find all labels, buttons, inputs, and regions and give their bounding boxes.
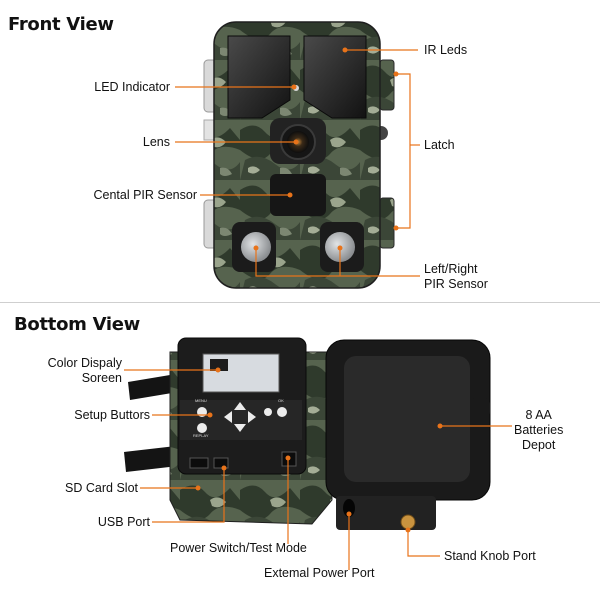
sd-card-slot bbox=[189, 457, 209, 469]
display-icon bbox=[210, 359, 228, 371]
label-batteries: 8 AA Batteries Depot bbox=[514, 408, 563, 453]
label-batteries-line2: Batteries bbox=[514, 423, 564, 437]
ok-button[interactable] bbox=[277, 407, 287, 417]
bottom-leader-lines bbox=[124, 367, 512, 570]
section-divider bbox=[0, 302, 600, 303]
ir-panel-left bbox=[227, 35, 291, 119]
strap-upper bbox=[128, 374, 178, 400]
left-button[interactable] bbox=[224, 411, 232, 423]
central-pir-sensor bbox=[270, 174, 326, 216]
bottom-view-title: Bottom View bbox=[14, 314, 141, 335]
label-batteries-line3: Depot bbox=[521, 438, 556, 452]
menu-mark: MENU bbox=[195, 398, 207, 403]
replay-mark: REPLAY bbox=[193, 433, 209, 438]
down-button[interactable] bbox=[234, 424, 246, 432]
replay-button[interactable] bbox=[197, 423, 207, 433]
label-side-pir-line2: PIR Sensor bbox=[424, 277, 488, 291]
label-external-power: Extemal Power Port bbox=[264, 566, 375, 580]
up-button[interactable] bbox=[234, 402, 246, 410]
label-color-display: Color Dispaly Soreen bbox=[48, 356, 122, 386]
label-setup-buttons: Setup Buttors bbox=[74, 408, 150, 422]
right-button[interactable] bbox=[248, 411, 256, 423]
label-led-indicator: LED Indicator bbox=[94, 80, 170, 94]
ir-panel-right bbox=[303, 35, 367, 119]
lid-tab bbox=[470, 398, 490, 418]
shot-button[interactable] bbox=[264, 408, 272, 416]
usb-port bbox=[213, 457, 229, 469]
label-power-switch: Power Switch/Test Mode bbox=[170, 541, 307, 555]
label-side-pir-line1: Left/Right bbox=[424, 262, 478, 276]
label-ir-leds: IR Leds bbox=[424, 43, 468, 57]
label-batteries-line1: 8 AA bbox=[525, 408, 552, 422]
label-color-display-line1: Color Dispaly bbox=[47, 356, 122, 370]
label-sd-card-slot: SD Card Slot bbox=[65, 481, 138, 495]
battery-depot bbox=[344, 356, 470, 482]
bottom-camera bbox=[124, 337, 491, 530]
label-lens: Lens bbox=[142, 135, 170, 149]
front-camera bbox=[203, 21, 395, 289]
label-latch: Latch bbox=[424, 138, 455, 152]
right-latch-top bbox=[379, 59, 395, 111]
front-view-title: Front View bbox=[8, 14, 114, 35]
label-central-pir: Cental PIR Sensor bbox=[93, 188, 197, 202]
ok-mark: OK bbox=[278, 398, 284, 403]
label-stand-knob: Stand Knob Port bbox=[444, 549, 536, 563]
label-color-display-line2: Soreen bbox=[81, 371, 122, 385]
stand-knob-port bbox=[400, 514, 416, 530]
external-power-port bbox=[343, 499, 355, 517]
strap-lower bbox=[124, 446, 178, 472]
label-side-pir: Left/Right PIR Sensor bbox=[424, 262, 488, 292]
label-usb-port: USB Port bbox=[97, 515, 150, 529]
right-latch-bottom bbox=[379, 197, 395, 249]
front-leader-lines bbox=[175, 47, 420, 277]
